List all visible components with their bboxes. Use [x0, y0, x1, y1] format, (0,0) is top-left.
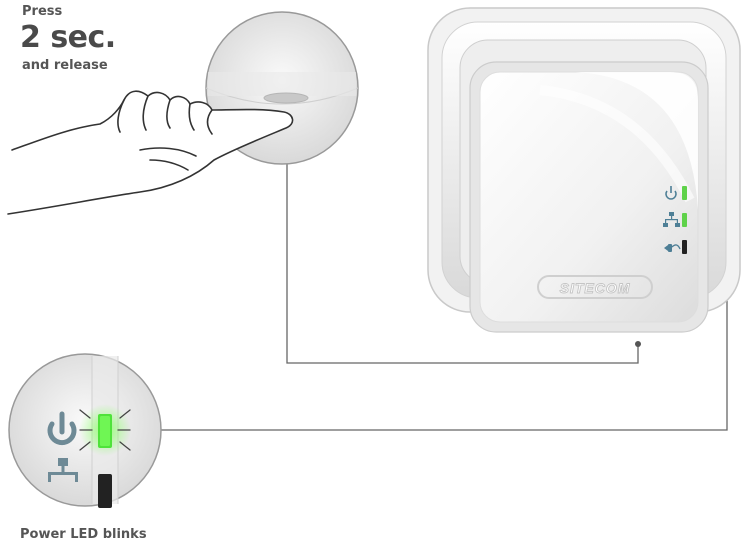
network-icon-zoomed — [48, 458, 78, 482]
sitecom-logo: SITECOM — [537, 275, 653, 299]
button-connector-line — [286, 162, 639, 364]
network-led — [682, 213, 687, 227]
power-icon — [665, 186, 677, 200]
reset-button — [263, 92, 309, 104]
network-led-zoomed — [98, 474, 112, 508]
power-icon-zoomed — [47, 411, 77, 446]
network-icon — [663, 212, 680, 227]
release-label: and release — [22, 58, 108, 73]
plug-icon — [664, 244, 681, 252]
button-connector-dot — [635, 341, 641, 347]
blink-rays — [79, 409, 131, 451]
led-zoom — [8, 353, 162, 508]
svg-text:SITECOM: SITECOM — [560, 280, 631, 296]
powerline-adapter — [469, 61, 709, 333]
plug-led — [682, 240, 687, 254]
press-label: Press — [22, 4, 63, 19]
caption: Power LED blinks — [20, 527, 147, 542]
pointing-hand — [7, 90, 294, 215]
adapter-indicators — [663, 186, 687, 254]
power-led — [682, 186, 687, 200]
press-duration-label: 2 sec. — [20, 20, 116, 55]
